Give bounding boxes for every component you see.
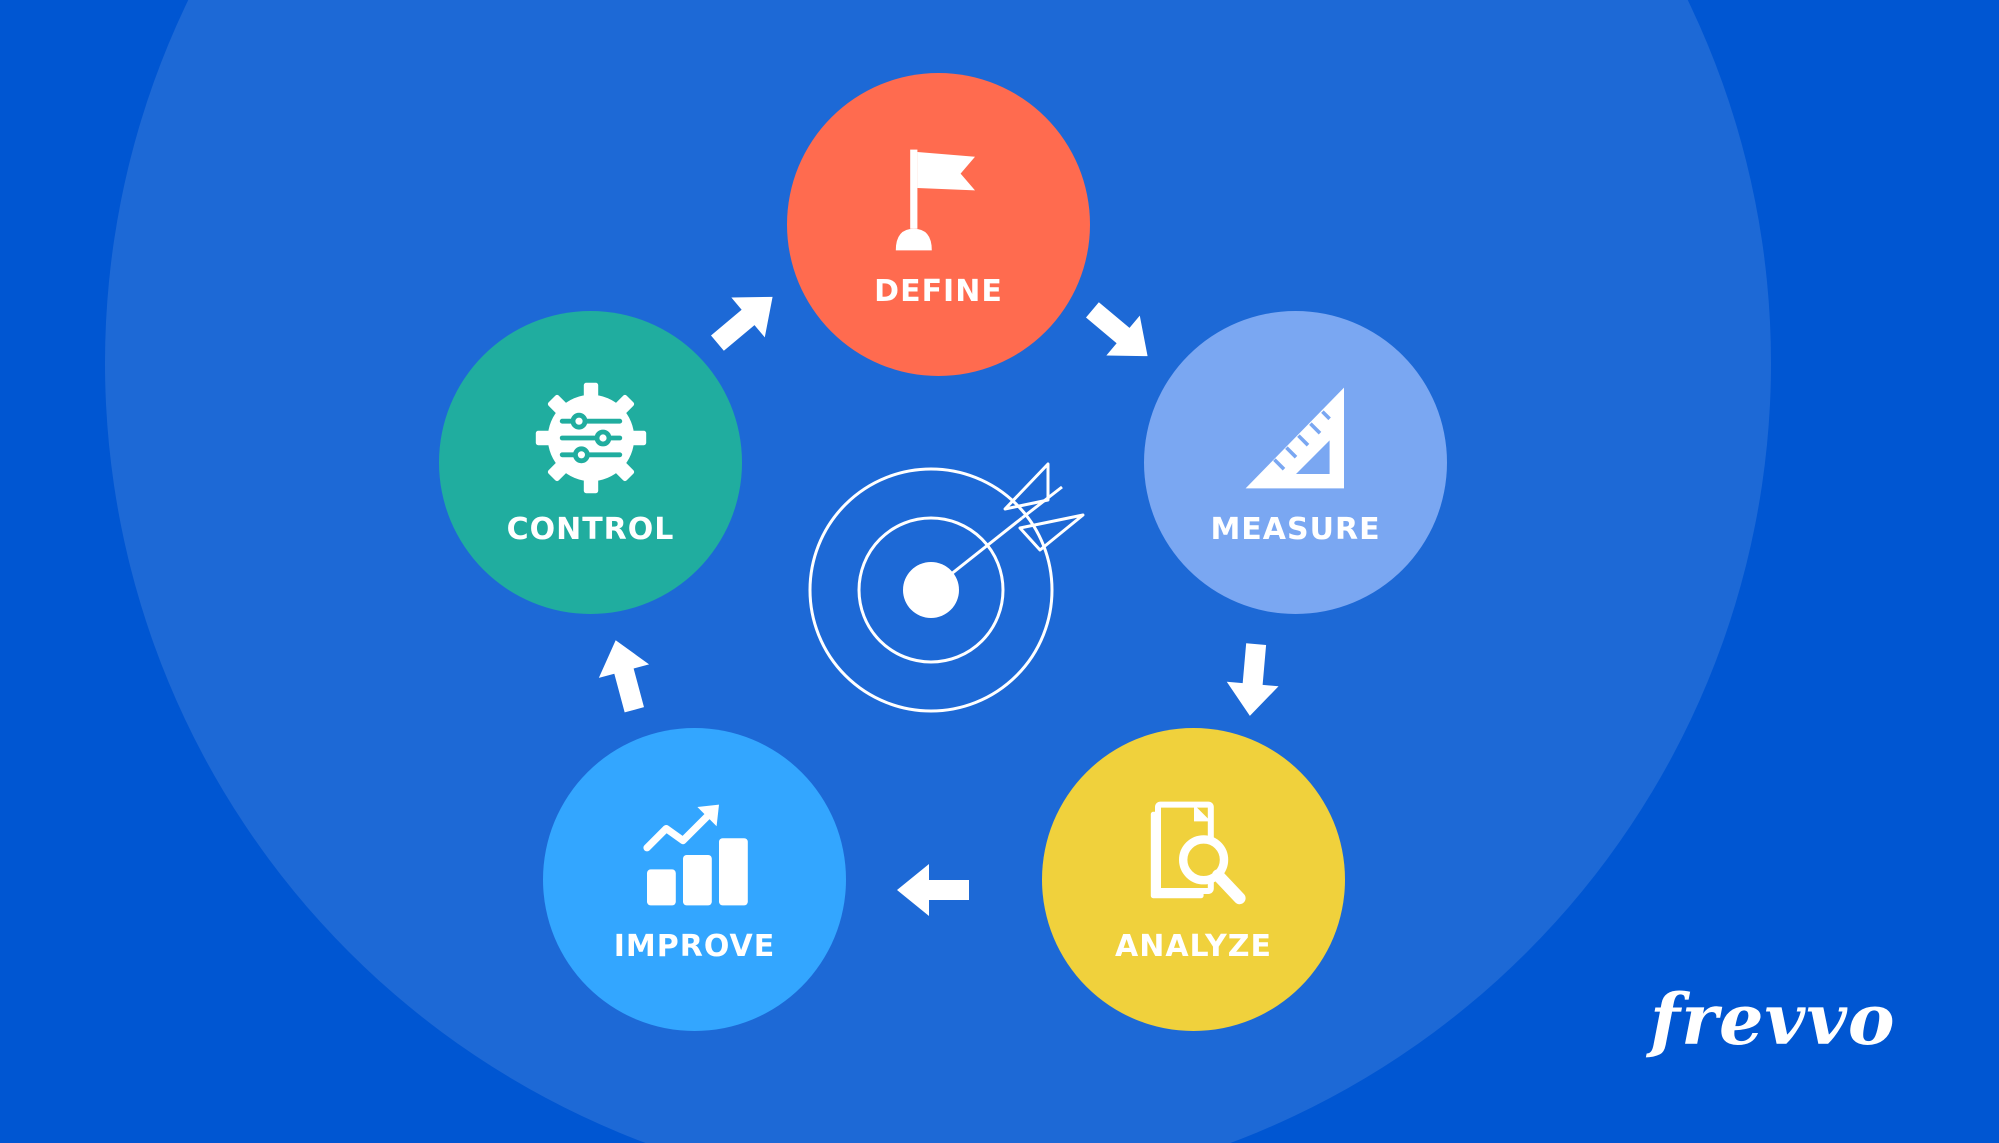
step-label-improve: IMPROVE: [613, 929, 776, 964]
arrow-analyze-to-improve: [897, 864, 969, 916]
step-control: CONTROL: [439, 311, 742, 614]
flag-icon: [895, 149, 975, 251]
arrow-control-to-define: [710, 296, 773, 351]
step-improve: IMPROVE: [543, 728, 846, 1031]
step-label-analyze: ANALYZE: [1115, 929, 1272, 964]
settings-gear-icon: [535, 382, 646, 494]
arrow-improve-to-control: [598, 640, 650, 713]
document-search-icon: [1150, 801, 1246, 905]
step-label-control: CONTROL: [506, 512, 675, 547]
target-arrow-icon: [808, 462, 1085, 713]
step-define: DEFINE: [787, 73, 1090, 376]
step-measure: MEASURE: [1144, 311, 1447, 614]
step-analyze: ANALYZE: [1042, 728, 1345, 1031]
step-label-define: DEFINE: [874, 274, 1003, 309]
arrow-define-to-measure: [1085, 302, 1148, 357]
growth-chart-icon: [642, 804, 748, 906]
arrow-measure-to-analyze: [1226, 643, 1279, 716]
set-square-ruler-icon: [1245, 387, 1344, 489]
frevvo-logo: frevvo: [1650, 978, 1896, 1061]
step-label-measure: MEASURE: [1210, 512, 1381, 547]
